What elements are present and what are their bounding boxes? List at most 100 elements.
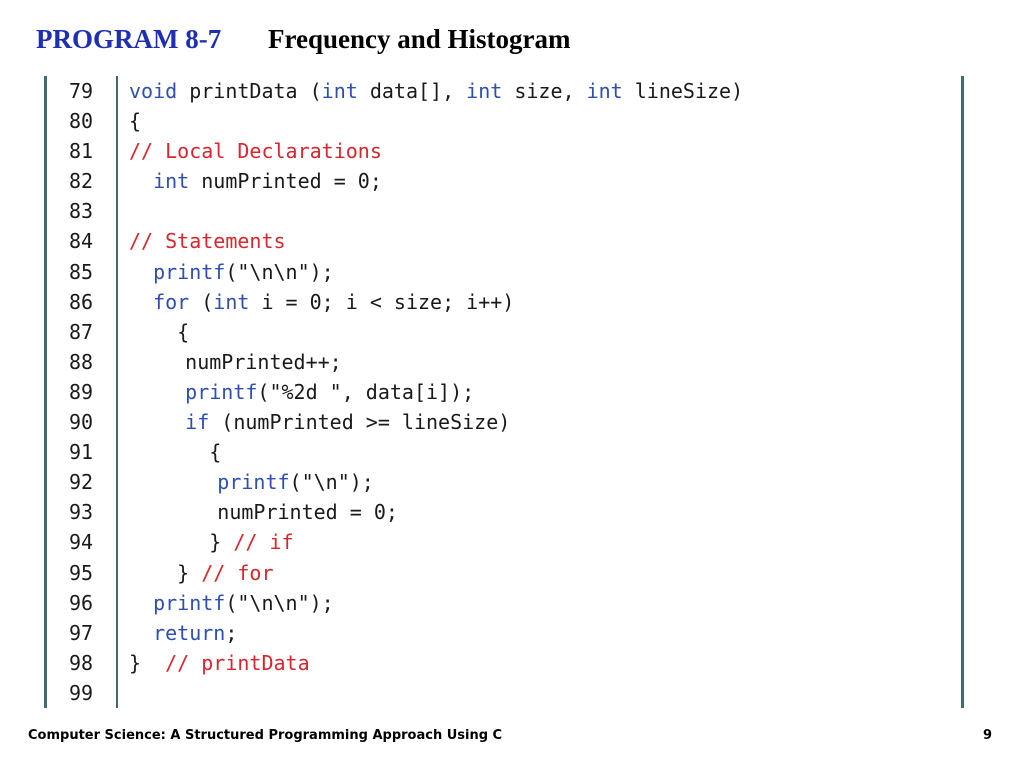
code-keyword: int <box>321 79 358 103</box>
code-text: { <box>129 109 142 134</box>
line-number: 87 <box>69 319 94 344</box>
code-line: 95} // for <box>47 558 961 588</box>
line-number: 93 <box>69 500 94 525</box>
line-number: 99 <box>69 680 94 705</box>
line-code: int numPrinted = 0; <box>153 166 382 196</box>
code-text: i = 0; i < size; i++) <box>249 289 515 314</box>
code-text: ("\n"); <box>289 470 374 495</box>
code-line: 81 // Local Declarations <box>47 136 961 166</box>
footer-book-title: Computer Science: A Structured Programmi… <box>28 728 503 743</box>
code-text: lineSize) <box>622 79 744 103</box>
code-keyword: printf <box>185 379 258 404</box>
code-text: } <box>209 530 234 555</box>
code-line: 98 } // printData <box>47 648 961 678</box>
line-number: 92 <box>69 470 94 495</box>
code-keyword: int <box>153 169 190 194</box>
code-line: 99 <box>47 678 961 708</box>
code-text: ("%2d ", data[i]); <box>257 379 475 404</box>
line-code: { <box>129 106 141 136</box>
program-label: PROGRAM 8-7 <box>36 24 222 54</box>
line-number: 94 <box>69 530 94 555</box>
code-line: 80 { <box>47 106 961 136</box>
code-text: ("\n\n"); <box>225 590 334 615</box>
code-line: 87 { <box>47 317 961 347</box>
footer-page-number: 9 <box>982 728 992 743</box>
code-line: 94} // if <box>47 527 961 557</box>
line-code: { <box>177 317 189 347</box>
line-code: if (numPrinted >= lineSize) <box>185 407 510 437</box>
code-comment: // if <box>233 530 294 555</box>
code-keyword: int <box>213 289 250 314</box>
line-code: // Local Declarations <box>129 136 382 166</box>
line-number: 82 <box>69 169 94 194</box>
code-keyword: return <box>153 620 226 645</box>
code-text: numPrinted = 0; <box>189 169 382 194</box>
line-number: 96 <box>69 590 94 615</box>
code-text: } <box>177 560 202 585</box>
line-code: } // for <box>177 558 273 588</box>
line-number: 84 <box>69 229 94 254</box>
code-keyword: int <box>466 79 503 103</box>
code-keyword: printf <box>217 470 290 495</box>
code-keyword: printf <box>153 259 226 284</box>
line-number: 88 <box>69 349 94 374</box>
code-text: } <box>129 650 166 675</box>
code-comment: // Statements <box>129 229 286 254</box>
line-code: { <box>209 437 221 467</box>
code-text: { <box>209 440 222 465</box>
line-number: 80 <box>69 109 94 134</box>
code-keyword: for <box>153 289 190 314</box>
code-text: (numPrinted >= lineSize) <box>209 410 511 435</box>
gutter-divider <box>116 76 118 708</box>
line-number: 95 <box>69 560 94 585</box>
slide-title: PROGRAM 8-7 Frequency and Histogram <box>36 24 571 60</box>
code-line: 93 numPrinted = 0; <box>47 497 961 527</box>
line-number: 91 <box>69 440 94 465</box>
line-code: } // if <box>209 527 293 557</box>
line-number: 89 <box>69 379 94 404</box>
code-text: numPrinted++; <box>185 349 342 374</box>
line-code: numPrinted++; <box>185 347 342 377</box>
line-code: printf("%2d ", data[i]); <box>185 377 474 407</box>
program-title: Frequency and Histogram <box>268 24 571 54</box>
code-comment: // Local Declarations <box>129 139 382 164</box>
line-code: void printData (int data[], int size, in… <box>129 76 743 106</box>
line-number: 83 <box>69 199 94 224</box>
code-line: 86 for (int i = 0; i < size; i++) <box>47 287 961 317</box>
code-keyword: void <box>129 79 178 103</box>
code-line: 85 printf("\n\n"); <box>47 257 961 287</box>
line-code: numPrinted = 0; <box>217 497 398 527</box>
code-line: 84 // Statements <box>47 226 961 256</box>
line-number: 98 <box>69 650 94 675</box>
line-code: return; <box>153 618 237 648</box>
line-code: } // printData <box>129 648 310 678</box>
code-keyword: if <box>185 410 210 435</box>
line-number: 97 <box>69 620 94 645</box>
code-text: ("\n\n"); <box>225 259 334 284</box>
code-line: 89 printf("%2d ", data[i]); <box>47 377 961 407</box>
code-line: 96 printf("\n\n"); <box>47 588 961 618</box>
code-text: ; <box>225 620 238 645</box>
line-number: 86 <box>69 289 94 314</box>
code-line: 92 printf("\n"); <box>47 467 961 497</box>
line-number: 90 <box>69 410 94 435</box>
line-code: // Statements <box>129 226 286 256</box>
code-line: 91 { <box>47 437 961 467</box>
line-number: 85 <box>69 259 94 284</box>
line-code: for (int i = 0; i < size; i++) <box>153 287 514 317</box>
code-keyword: int <box>586 79 623 103</box>
code-text: ( <box>189 289 214 314</box>
line-number: 81 <box>69 139 94 164</box>
code-comment: // for <box>201 560 274 585</box>
code-keyword: printf <box>153 590 226 615</box>
code-text: data[], <box>357 79 467 103</box>
line-code: printf("\n"); <box>217 467 374 497</box>
line-code: printf("\n\n"); <box>153 257 334 287</box>
code-line: 90 if (numPrinted >= lineSize) <box>47 407 961 437</box>
code-text: numPrinted = 0; <box>217 500 398 525</box>
code-text: size, <box>502 79 587 103</box>
